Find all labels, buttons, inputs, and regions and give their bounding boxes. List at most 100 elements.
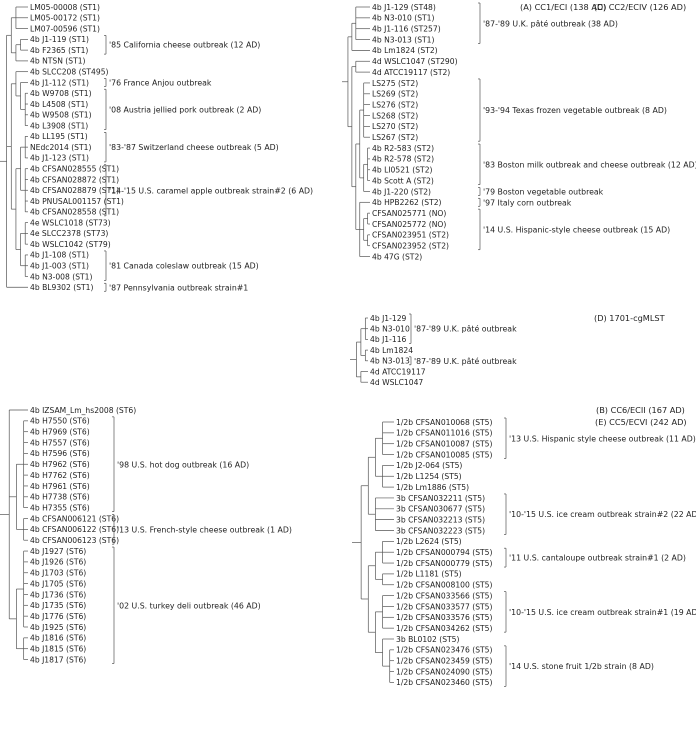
leaf-label: 4b H7762 (ST6) [30, 471, 90, 480]
leaf-label: 4b NTSN (ST1) [30, 57, 86, 66]
leaf-label: 1/2b CFSAN023476 (ST5) [396, 646, 492, 655]
leaf-label: 4b H7738 (ST6) [30, 493, 90, 502]
leaf-label: 4b L3908 (ST1) [30, 121, 88, 130]
leaf-label: 4b J1-116 (ST257) [372, 25, 441, 34]
leaf-label: 4b CFSAN006123 (ST6) [30, 536, 119, 545]
leaf-label: 4b LL195 (ST1) [30, 132, 88, 141]
leaf-label: 4e SLCC2378 (ST73) [30, 229, 108, 238]
leaf-label: 4b H7557 (ST6) [30, 438, 90, 447]
outbreak-label: '87 Pennsylvania outbreak strain#1 [109, 283, 248, 292]
leaf-label: 1/2b CFSAN000779 (ST5) [396, 559, 492, 568]
leaf-label: 1/2b CFSAN008100 (ST5) [396, 581, 492, 590]
leaf-label: 4b F2365 (ST1) [30, 46, 88, 55]
leaf-label: 1/2b CFSAN023460 (ST5) [396, 678, 492, 687]
leaf-label: 1/2b Lm1886 (ST5) [396, 483, 469, 492]
outbreak-label: '14 U.S. stone fruit 1/2b strain (8 AD) [509, 662, 654, 671]
outbreak-label: '13 U.S. Hispanic style cheese outbreak … [509, 434, 696, 443]
leaf-label: 1/2b L2624 (ST5) [396, 537, 462, 546]
leaf-label: NEdc2014 (ST1) [30, 143, 91, 152]
leaf-label: 4b CFSAN028872 (ST1) [30, 175, 119, 184]
leaf-label: 1/2b CFSAN033576 (ST5) [396, 613, 492, 622]
leaf-label: 4b BL9302 (ST1) [30, 283, 93, 292]
leaf-label: LS270 (ST2) [372, 122, 418, 131]
leaf-label: 4b J1736 (ST6) [30, 590, 86, 599]
leaf-label: 4b R2-583 (ST2) [372, 144, 434, 153]
leaf-label: 4b J1-116 [370, 335, 407, 344]
leaf-label: 4b J1-119 (ST1) [30, 35, 89, 44]
outbreak-label: '02 U.S. turkey deli outbreak (46 AD) [117, 601, 261, 610]
outbreak-label: '14-'15 U.S. caramel apple outbreak stra… [109, 186, 313, 195]
leaf-label: 1/2b CFSAN011016 (ST5) [396, 429, 492, 438]
leaf-label: LM07-00596 (ST1) [30, 24, 100, 33]
leaf-label: 4b WSLC1042 (ST79) [30, 240, 111, 249]
leaf-label: 4b Lm1824 (ST2) [372, 46, 438, 55]
leaf-label: 4b J1925 (ST6) [30, 623, 86, 632]
leaf-label: LS269 (ST2) [372, 90, 418, 99]
leaf-label: 4b H7969 (ST6) [30, 428, 90, 437]
leaf-label: 4b J1-123 (ST1) [30, 154, 89, 163]
leaf-label: CFSAN023952 (ST2) [372, 242, 449, 251]
panel-title-d: (D) 1701-cgMLST [594, 313, 666, 323]
leaf-label: 4b L4508 (ST1) [30, 100, 88, 109]
panel-title-a: (A) CC1/ECI (138 AD) [520, 2, 606, 12]
leaf-label: 1/2b CFSAN010087 (ST5) [396, 440, 492, 449]
leaf-label: 4b HPB2262 (ST2) [372, 198, 442, 207]
leaf-label: 4b J1703 (ST6) [30, 569, 86, 578]
leaf-label: 4b N3-013 [370, 357, 410, 366]
outbreak-label: '13 U.S. French-style cheese outbreak (1… [117, 525, 292, 534]
leaf-label: 4b CFSAN006122 (ST6) [30, 525, 119, 534]
leaf-label: 1/2b CFSAN034262 (ST5) [396, 624, 492, 633]
leaf-label: 3b BL0102 (ST5) [396, 635, 459, 644]
leaf-label: 4b J1815 (ST6) [30, 645, 86, 654]
leaf-label: LM05-00172 (ST1) [30, 14, 100, 23]
leaf-label: 4e WSLC1018 (ST73) [30, 218, 111, 227]
leaf-label: 4b LI0521 (ST2) [372, 166, 433, 175]
leaf-label: 4b H7962 (ST6) [30, 460, 90, 469]
outbreak-label: '14 U.S. Hispanic-style cheese outbreak … [483, 225, 670, 234]
leaf-label: 1/2b CFSAN010085 (ST5) [396, 450, 492, 459]
leaf-label: 1/2b CFSAN000794 (ST5) [396, 548, 492, 557]
leaf-label: 4b SLCC208 (ST495) [30, 67, 109, 76]
outbreak-label: '93-'94 Texas frozen vegetable outbreak … [483, 106, 667, 115]
leaf-label: 4b J1-220 (ST2) [372, 187, 431, 196]
leaf-label: 3b CFSAN030677 (ST5) [396, 505, 485, 514]
leaf-label: 4b J1735 (ST6) [30, 601, 86, 610]
leaf-label: 4b CFSAN028558 (ST1) [30, 208, 119, 217]
outbreak-label: '08 Austria jellied pork outbreak (2 AD) [109, 105, 261, 114]
leaf-label: 4b J1-108 (ST1) [30, 251, 89, 260]
leaf-label: 4b CFSAN006121 (ST6) [30, 514, 119, 523]
leaf-label: 4b J1926 (ST6) [30, 558, 86, 567]
leaf-label: CFSAN023951 (ST2) [372, 231, 449, 240]
outbreak-label: '85 California cheese outbreak (12 AD) [109, 41, 260, 50]
leaf-label: 4b R2-578 (ST2) [372, 155, 434, 164]
leaf-label: 4b J1776 (ST6) [30, 612, 86, 621]
leaf-label: 1/2b CFSAN033566 (ST5) [396, 591, 492, 600]
leaf-label: 1/2b L1254 (ST5) [396, 472, 462, 481]
outbreak-label: '87-'89 U.K. pâté outbreak [414, 325, 517, 334]
leaf-label: 4b J1817 (ST6) [30, 655, 86, 664]
leaf-label: 4b N3-010 (ST1) [372, 14, 434, 23]
outbreak-label: '10-'15 U.S. ice cream outbreak strain#1… [509, 608, 696, 617]
leaf-label: 4b J1816 (ST6) [30, 634, 86, 643]
outbreak-label: '11 U.S. cantaloupe outbreak strain#1 (2… [509, 554, 686, 563]
leaf-label: 4b H7355 (ST6) [30, 503, 90, 512]
leaf-label: 1/2b J2-064 (ST5) [396, 461, 462, 470]
leaf-label: 4b CFSAN028555 (ST1) [30, 165, 119, 174]
outbreak-label: '79 Boston vegetable outbreak [483, 187, 604, 196]
leaf-label: 4b Scott A (ST2) [372, 176, 434, 185]
leaf-label: 4b J1927 (ST6) [30, 547, 86, 556]
panel-title-c: (C) CC2/ECIV (126 AD) [594, 2, 686, 12]
outbreak-label: '97 Italy corn outbreak [483, 198, 572, 207]
leaf-label: 1/2b CFSAN024090 (ST5) [396, 667, 492, 676]
outbreak-label: '87-'89 U.K. pâté outbreak (38 AD) [483, 19, 618, 28]
leaf-label: CFSAN025772 (NO) [372, 220, 446, 229]
leaf-label: CFSAN025771 (NO) [372, 209, 446, 218]
leaf-label: 4b N3-013 (ST1) [372, 35, 434, 44]
outbreak-label: '98 U.S. hot dog outbreak (16 AD) [117, 460, 249, 469]
leaf-label: 1/2b CFSAN023459 (ST5) [396, 657, 492, 666]
leaf-label: 4b N3-008 (ST1) [30, 272, 92, 281]
panel-title-b: (B) CC6/ECII (167 AD) [596, 405, 685, 415]
panel-title-e: (E) CC5/ECVI (242 AD) [595, 417, 687, 427]
